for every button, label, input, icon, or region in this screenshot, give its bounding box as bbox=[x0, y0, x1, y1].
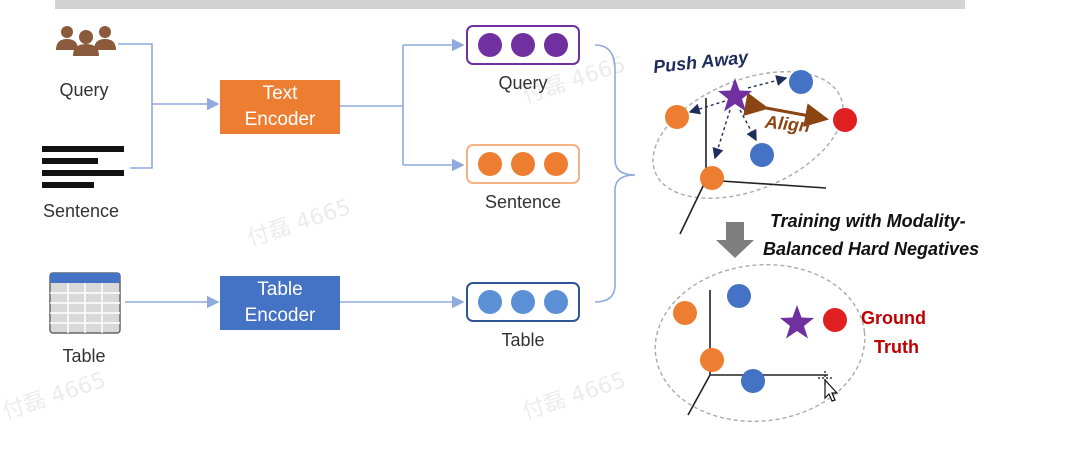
text-encoder-line1: Text bbox=[262, 83, 298, 104]
training-note-line1: Training with Modality- bbox=[770, 211, 966, 231]
sentence-input-label: Sentence bbox=[42, 201, 120, 221]
text-encoder-line2: Encoder bbox=[244, 109, 316, 130]
blue-point bbox=[789, 70, 813, 94]
sentence-embedding-label: Sentence bbox=[484, 192, 562, 212]
orange-point bbox=[665, 105, 689, 129]
ground-truth-line2: Truth bbox=[874, 337, 919, 357]
ground-truth-line1: Ground bbox=[861, 308, 926, 328]
query-input-label: Query bbox=[59, 80, 109, 100]
table-encoder-line2: Encoder bbox=[244, 305, 316, 326]
orange-point bbox=[700, 166, 724, 190]
people-icon bbox=[56, 26, 116, 56]
text-encoder: Text Encoder bbox=[220, 80, 340, 134]
input-connectors bbox=[118, 38, 636, 309]
top-scrollbar[interactable] bbox=[55, 0, 965, 9]
embedding-dot bbox=[510, 152, 535, 176]
embedding-dot bbox=[478, 33, 503, 57]
table-encoder-line1: Table bbox=[257, 279, 303, 300]
blue-point bbox=[727, 284, 751, 308]
embedding-dot bbox=[510, 290, 535, 314]
table-embedding bbox=[466, 282, 580, 322]
query-embedding-label: Query bbox=[498, 73, 548, 93]
embedding-dot bbox=[478, 290, 503, 314]
red-point bbox=[823, 308, 847, 332]
orange-point bbox=[673, 301, 697, 325]
embedding-dot bbox=[543, 290, 568, 314]
embedding-dot bbox=[543, 152, 568, 176]
table-input-label: Table bbox=[62, 346, 106, 366]
top-embedding-space bbox=[652, 70, 857, 235]
embedding-dot bbox=[510, 33, 535, 57]
table-embedding-label: Table bbox=[501, 330, 545, 350]
table-icon bbox=[49, 272, 121, 334]
text-lines-icon bbox=[42, 146, 124, 188]
blue-point bbox=[741, 369, 765, 393]
orange-point bbox=[700, 348, 724, 372]
star-icon bbox=[718, 78, 752, 112]
red-point bbox=[833, 108, 857, 132]
embedding-dot bbox=[478, 152, 503, 176]
cursor-icon bbox=[818, 371, 839, 402]
bottom-embedding-space bbox=[654, 263, 866, 423]
embedding-dot bbox=[543, 33, 568, 57]
blue-point bbox=[750, 143, 774, 167]
query-embedding bbox=[466, 25, 580, 65]
sentence-embedding bbox=[466, 144, 580, 184]
table-encoder: Table Encoder bbox=[220, 276, 340, 330]
training-note-line2: Balanced Hard Negatives bbox=[763, 239, 980, 259]
star-icon bbox=[780, 305, 814, 339]
down-arrow-icon bbox=[716, 222, 754, 258]
